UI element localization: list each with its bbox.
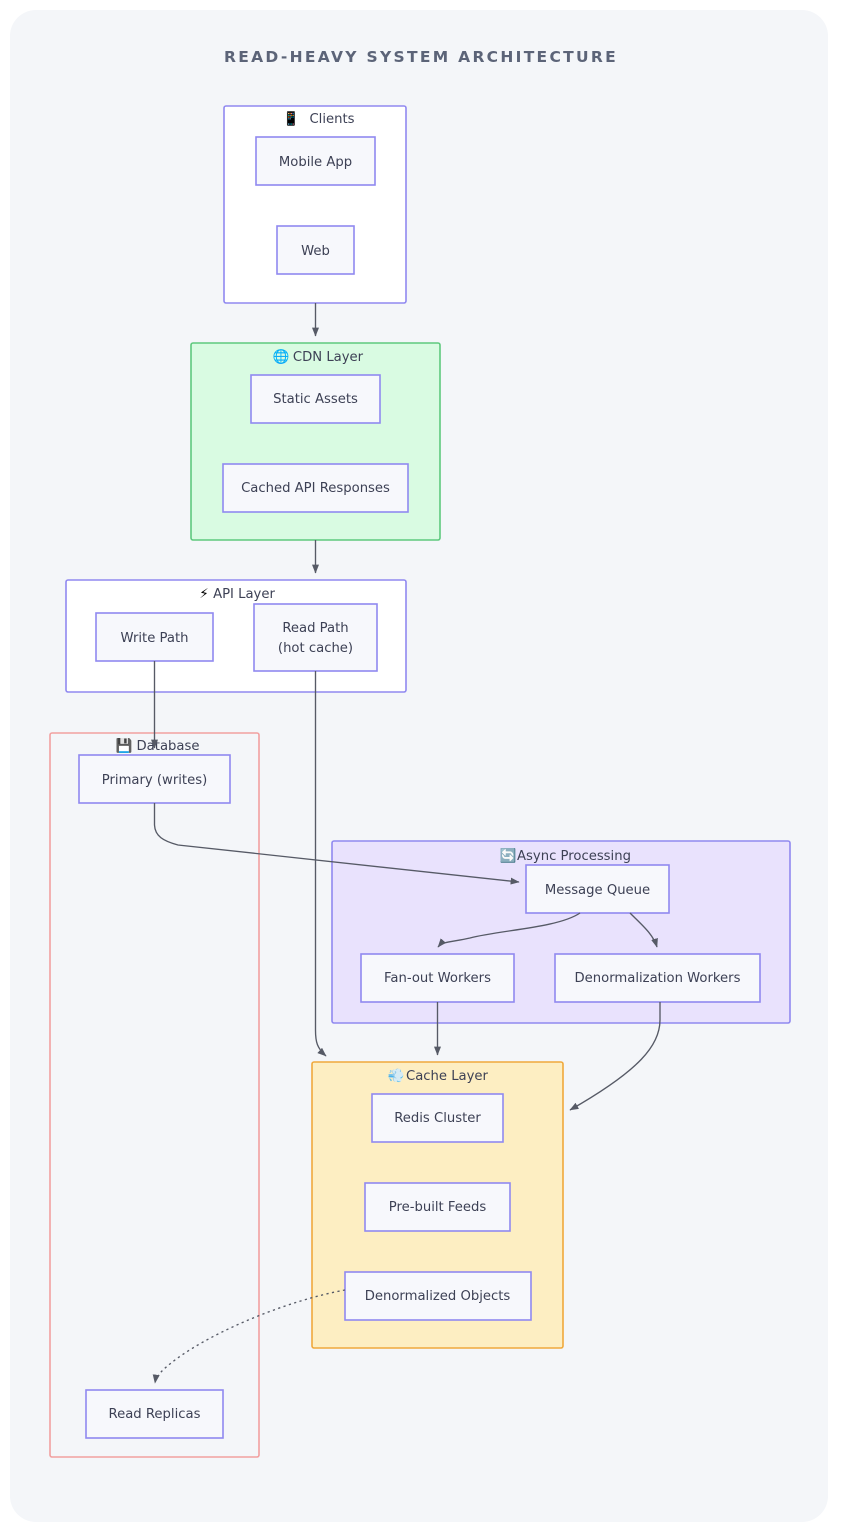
cluster-cache-label: Cache Layer: [406, 1069, 489, 1084]
globe-icon: 🌐: [273, 348, 290, 365]
edge-read-path-to-cache: [314, 671, 327, 1057]
node-read-path[interactable]: Read Path (hot cache): [253, 603, 378, 672]
node-read-path-sublabel: (hot cache): [278, 641, 353, 656]
cluster-database-label: Database: [137, 739, 200, 754]
node-prebuilt-feeds[interactable]: Pre-built Feeds: [364, 1182, 511, 1232]
node-denormalization-workers-label: Denormalization Workers: [575, 971, 741, 986]
edge-message-queue-to-denorm-workers: [629, 912, 658, 948]
node-fanout-workers[interactable]: Fan-out Workers: [360, 953, 515, 1003]
node-redis-cluster[interactable]: Redis Cluster: [371, 1093, 504, 1143]
cluster-database[interactable]: 💾 Database Primary (writes) Read Replica…: [49, 732, 260, 1458]
node-prebuilt-feeds-rect: [364, 1182, 511, 1232]
node-message-queue[interactable]: Message Queue: [525, 864, 670, 914]
node-message-queue-rect: [525, 864, 670, 914]
edge-primary-to-message-queue: [153, 803, 520, 885]
cluster-cdn[interactable]: 🌐 CDN Layer Static Assets Cached API Res…: [190, 342, 441, 541]
node-primary-writes-rect: [78, 754, 231, 804]
cluster-clients-label: Clients: [309, 112, 354, 127]
node-prebuilt-feeds-label: Pre-built Feeds: [389, 1200, 487, 1215]
node-read-path-rect: [253, 603, 378, 672]
node-read-replicas[interactable]: Read Replicas: [85, 1389, 224, 1439]
node-write-path-label: Write Path: [121, 631, 189, 646]
node-web-label: Web: [301, 244, 330, 259]
node-static-assets[interactable]: Static Assets: [250, 374, 381, 424]
cluster-cdn-label: CDN Layer: [293, 350, 364, 365]
floppy-disk-icon: 💾: [116, 737, 133, 754]
node-denormalized-objects-rect: [344, 1271, 532, 1321]
cluster-async-label: Async Processing: [517, 849, 631, 864]
node-message-queue-label: Message Queue: [545, 883, 650, 898]
cluster-api-label: API Layer: [213, 587, 275, 602]
node-static-assets-rect: [250, 374, 381, 424]
node-fanout-workers-label: Fan-out Workers: [384, 971, 491, 986]
lightning-bolt-icon: ⚡: [199, 586, 208, 602]
edge-denorm-workers-to-redis: [569, 1002, 661, 1111]
node-mobile-app-rect: [255, 136, 376, 186]
node-denormalized-objects[interactable]: Denormalized Objects: [344, 1271, 532, 1321]
node-redis-cluster-label: Redis Cluster: [394, 1111, 481, 1126]
node-cached-api-responses-rect: [222, 463, 409, 513]
node-cached-api-responses-label: Cached API Responses: [241, 481, 390, 496]
edge-message-queue-to-fanout-workers: [437, 912, 581, 948]
node-denormalized-objects-label: Denormalized Objects: [365, 1289, 511, 1304]
cluster-api[interactable]: ⚡ API Layer Write Path Read Path (hot ca…: [65, 579, 407, 693]
page-title: READ-HEAVY SYSTEM ARCHITECTURE: [223, 48, 619, 66]
node-write-path-rect: [95, 612, 214, 662]
node-mobile-app[interactable]: Mobile App: [255, 136, 376, 186]
dash-cloud-icon: 💨: [388, 1068, 405, 1084]
node-write-path[interactable]: Write Path: [95, 612, 214, 662]
node-static-assets-label: Static Assets: [273, 392, 358, 407]
node-denormalization-workers[interactable]: Denormalization Workers: [554, 953, 761, 1003]
node-cached-api-responses[interactable]: Cached API Responses: [222, 463, 409, 513]
mobile-phone-icon: 📱: [283, 110, 300, 127]
node-read-path-label: Read Path: [282, 621, 348, 636]
cluster-clients[interactable]: 📱 Clients Mobile App Web: [223, 105, 407, 304]
node-read-replicas-label: Read Replicas: [109, 1407, 201, 1422]
node-primary-writes[interactable]: Primary (writes): [78, 754, 231, 804]
node-redis-cluster-rect: [371, 1093, 504, 1143]
cluster-async[interactable]: 🔄 Async Processing Message Queue Fan-out…: [331, 840, 791, 1024]
cluster-cache[interactable]: 💨 Cache Layer Redis Cluster Pre-built Fe…: [311, 1061, 564, 1349]
node-denormalization-workers-rect: [554, 953, 761, 1003]
node-read-replicas-rect: [85, 1389, 224, 1439]
recycle-arrows-icon: 🔄: [500, 847, 517, 864]
cluster-database-rect: [49, 732, 260, 1458]
node-web[interactable]: Web: [276, 225, 355, 275]
node-fanout-workers-rect: [360, 953, 515, 1003]
node-mobile-app-label: Mobile App: [279, 155, 352, 170]
node-primary-writes-label: Primary (writes): [102, 773, 207, 788]
node-web-rect: [276, 225, 355, 275]
